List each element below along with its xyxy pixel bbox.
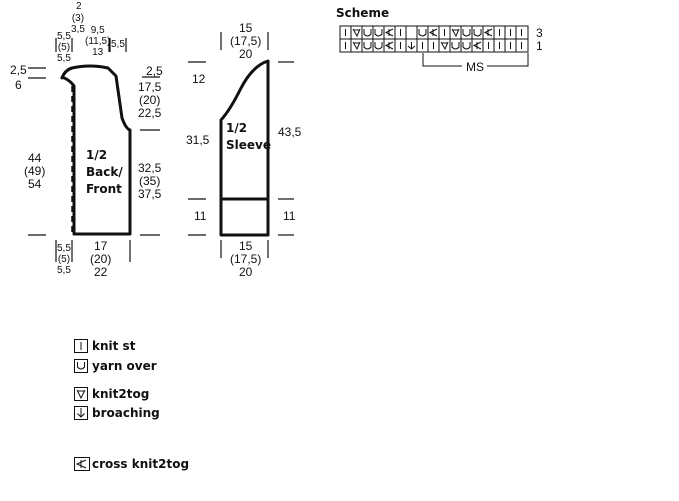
legend-item-knit-st: knit st: [74, 339, 135, 353]
neck-width-alt: (3) 3,5: [71, 13, 85, 35]
side-measure: 32,5 (35) 37,5: [138, 161, 162, 201]
knit-st-icon: [74, 339, 88, 353]
sleeve-top-width: 15 (17,5) 20: [230, 21, 262, 61]
back-front-dimension-lines: [28, 38, 160, 262]
bottom-left-measure: 5,5 (5) 5,5: [57, 243, 71, 276]
cross-knit2tog-icon: [74, 457, 90, 471]
left-shoulder-width: 5,5 (5) 5,5: [57, 31, 71, 64]
sleeve-cuff-right: 11: [283, 209, 296, 223]
sleeve-outline: [219, 59, 270, 237]
sleeve-dimension-lines: [188, 32, 294, 258]
neck-width: 2: [76, 1, 82, 12]
armhole-measure: 17,5 (20) 22,5: [138, 80, 162, 120]
legend-item-yarn-over: yarn over: [74, 359, 157, 373]
right-shoulder-width: 5,5: [111, 39, 125, 50]
sleeve-cuff-left: 11: [194, 209, 207, 223]
left-top-measure: 2,5 6: [10, 63, 27, 92]
repeat-label: MS: [466, 60, 484, 74]
broaching-icon: [74, 406, 88, 420]
left-height-measure: 44 (49) 54: [24, 151, 46, 191]
scheme-chart-symbols: [345, 28, 522, 51]
scheme-title: Scheme: [336, 6, 390, 20]
back-front-outline: [60, 64, 132, 236]
sleeve-cap-height: 12: [192, 72, 206, 86]
legend-item-broaching: broaching: [74, 406, 160, 420]
bottom-width-measure: 17 (20) 22: [90, 239, 112, 279]
row-number-1: 1: [536, 39, 543, 53]
sleeve-bottom-width: 15 (17,5) 20: [230, 239, 262, 279]
row-number-3: 3: [536, 26, 543, 40]
sleeve-label: 1/2 Sleeve: [226, 121, 271, 152]
legend-item-cross-knit2tog: cross knit2tog: [74, 457, 189, 471]
knit2tog-icon: [74, 387, 88, 401]
back-front-label: 1/2 Back/ Front: [86, 148, 123, 196]
sleeve-left-height: 31,5: [186, 133, 210, 147]
right-top-measure: 2,5: [146, 64, 163, 78]
sleeve-right-height: 43,5: [278, 125, 302, 139]
scheme-chart-grid: [339, 25, 529, 67]
legend-item-knit2tog: knit2tog: [74, 387, 149, 401]
middle-width: 9,5 (11,5) 13: [85, 25, 111, 58]
yarn-over-icon: [74, 359, 88, 373]
